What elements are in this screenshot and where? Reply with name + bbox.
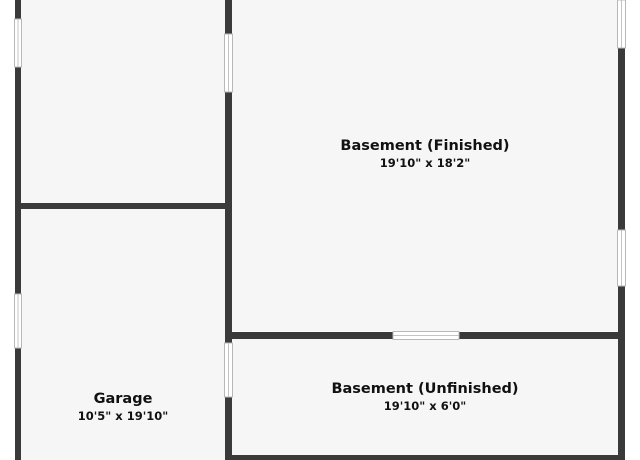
door-center-lower [224,342,233,398]
window-right-upper [617,0,626,49]
door-basement-divider [392,331,460,340]
room-dimensions-basement-finished: 19'10" x 18'2" [380,156,470,170]
wall-center [225,0,232,460]
floor-basement-finished [232,0,618,331]
floor-garage [21,209,225,460]
room-name-basement-finished: Basement (Finished) [340,138,509,154]
wall-left-exterior [15,0,21,460]
room-dimensions-garage: 10'5" x 19'10" [78,409,168,423]
window-right-middle [617,229,626,287]
floor-basement-unfinished [232,339,618,455]
window-left-upper [14,18,22,68]
door-center-upper [224,33,233,93]
floor-upper-left-room [21,0,225,203]
wall-bottom [232,455,625,460]
wall-left-divider [21,203,225,209]
window-left-lower [14,293,22,349]
room-name-basement-unfinished: Basement (Unfinished) [331,381,518,397]
room-dimensions-basement-unfinished: 19'10" x 6'0" [384,399,466,413]
room-name-garage: Garage [94,391,153,407]
